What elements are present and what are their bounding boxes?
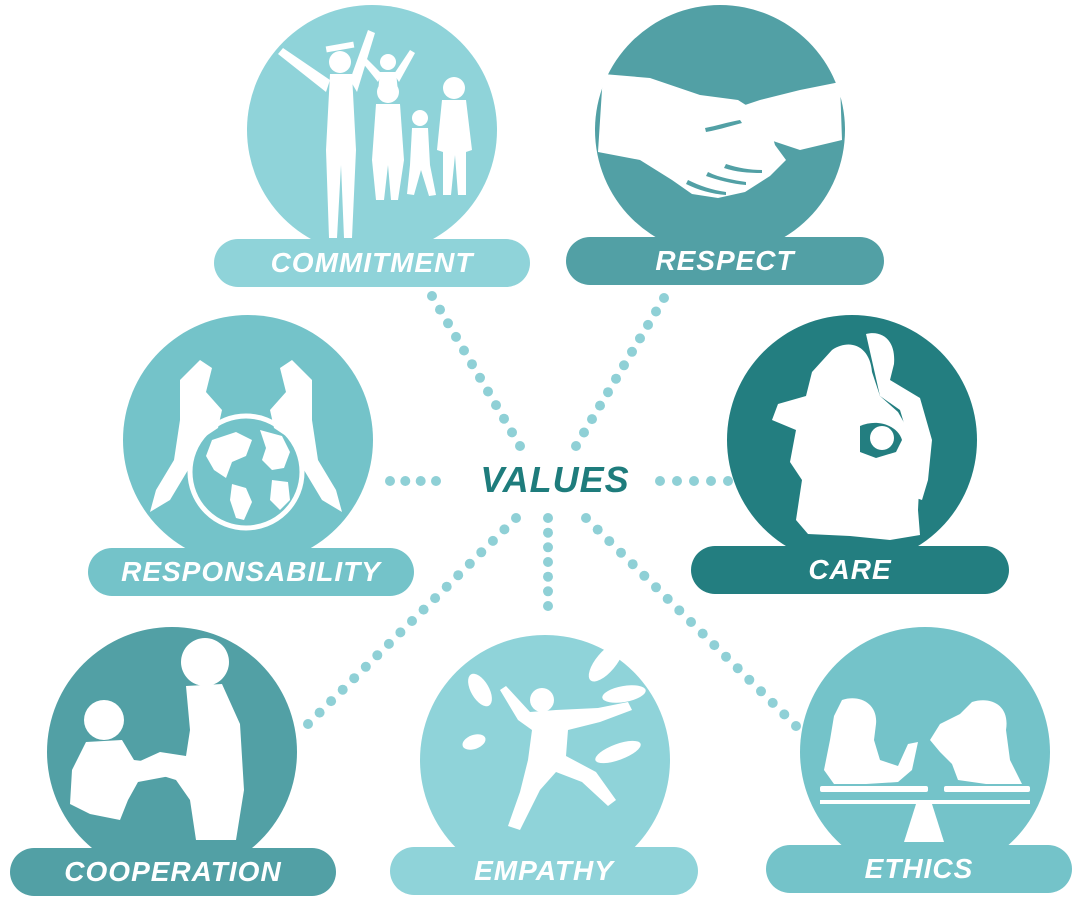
center-title: VALUES [480, 459, 630, 500]
cooperation-circle [47, 627, 297, 877]
connector-commitment [427, 291, 525, 451]
hands-globe-icon [150, 360, 342, 531]
connector-responsability [385, 476, 441, 486]
connector-cooperation [303, 513, 521, 729]
label-empathy: EMPATHY [390, 847, 698, 895]
connector-care [655, 476, 733, 486]
care-circle [727, 315, 977, 565]
jumping-person-icon [462, 642, 646, 830]
label-commitment: COMMITMENT [214, 239, 530, 287]
scale-balance-icon [820, 698, 1030, 842]
helping-hand-icon [70, 638, 244, 840]
connector-ethics [581, 513, 801, 731]
label-responsability: RESPONSABILITY [88, 548, 414, 596]
ethics-circle [800, 627, 1050, 877]
graduation-family-icon [278, 30, 472, 238]
dotted-connectors [303, 291, 801, 731]
commitment-circle [247, 5, 497, 255]
label-cooperation-text: COOPERATION [64, 856, 282, 887]
empathy-circle [420, 635, 670, 885]
label-care: CARE [691, 546, 1009, 594]
label-empathy-text: EMPATHY [474, 855, 614, 886]
label-cooperation: COOPERATION [10, 848, 336, 896]
label-ethics-text: ETHICS [864, 853, 974, 884]
label-care-text: CARE [808, 554, 892, 585]
label-ethics: ETHICS [766, 845, 1072, 893]
respect-circle [595, 5, 845, 255]
handshake-icon [598, 74, 842, 198]
label-commitment-text: COMMITMENT [270, 247, 474, 278]
label-responsability-text: RESPONSABILITY [121, 556, 381, 587]
connector-empathy [543, 513, 553, 611]
family-hug-icon [772, 333, 932, 540]
label-respect-text: RESPECT [655, 245, 795, 276]
connector-respect [571, 293, 669, 451]
responsability-circle [123, 315, 373, 565]
label-respect: RESPECT [566, 237, 884, 285]
